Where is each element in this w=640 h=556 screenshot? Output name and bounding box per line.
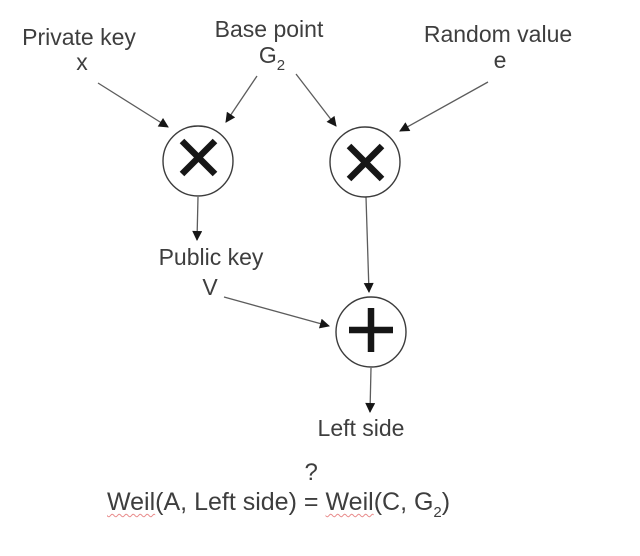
multiply-icon [179,138,218,177]
question-mark: ? [304,459,318,486]
multiply-icon [346,143,385,182]
private-key-symbol: x [76,49,88,75]
multiply-node-right [329,126,401,198]
arrow-base-point-to-multiply-right [295,73,337,127]
arrow-random-value-to-multiply-right [399,81,489,132]
base-point-symbol-main: G [258,42,277,68]
random-value-symbol: e [493,47,507,73]
public-key-symbol: V [202,274,218,300]
arrow-add-to-left-side [365,367,376,413]
arrow-public-key-to-add [223,296,330,329]
weil-function-left: Weil [107,488,156,516]
weil-left-args: (A, Left side) [155,488,297,516]
random-value-label: Random value [423,21,573,47]
weil-function-right: Weil [325,488,374,516]
close-paren: ) [441,488,451,516]
add-node [335,296,407,368]
left-side-label: Left side [317,415,405,441]
private-key-label: Private key [22,24,136,50]
weil-right-args-subscript: 2 [433,504,442,521]
arrow-base-point-to-multiply-left [225,75,258,123]
base-point-label: Base point [214,16,324,42]
base-point-symbol: G2 [258,42,286,74]
arrow-multiply-right-to-add [363,196,374,293]
equals-sign: = [303,488,319,516]
equals-sign-wrap: ?= [303,461,319,516]
arrow-private-key-to-multiply-left [97,82,169,128]
arrow-multiply-left-to-public-key [192,196,203,241]
base-point-symbol-subscript: 2 [276,57,286,74]
plus-icon [349,308,393,352]
public-key-label: Public key [158,244,264,270]
verification-equation: Weil(A, Left side)?=Weil(C, G2) [107,461,451,521]
multiply-node-left [162,125,234,197]
weil-right-args: (C, G [373,488,434,516]
